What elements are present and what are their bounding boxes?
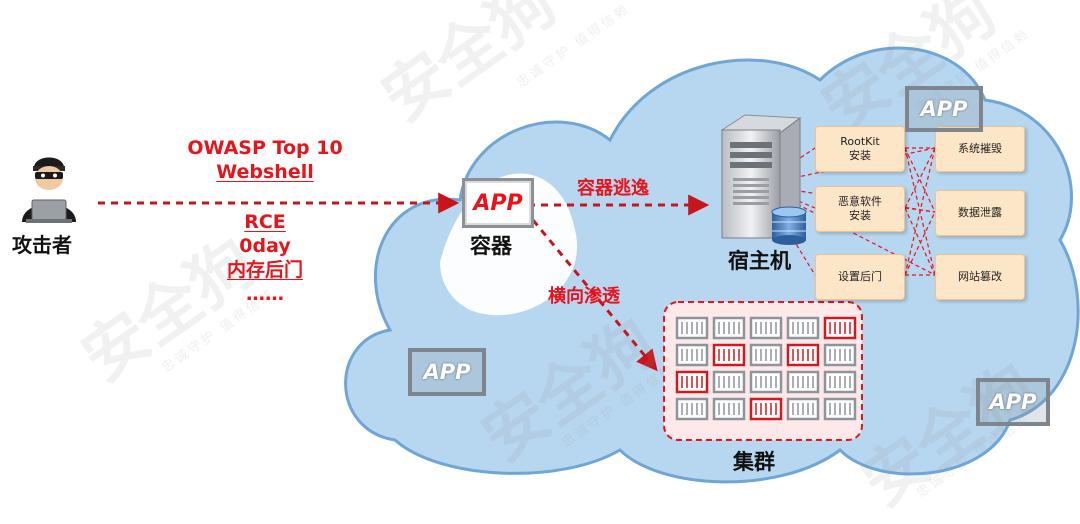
attack-vector-rce: RCE — [244, 211, 286, 233]
diagram-graphics — [98, 46, 1080, 484]
container-label: 容器 — [470, 234, 512, 258]
cluster-container-icon — [749, 397, 783, 421]
impact-label: 数据泄露 — [958, 206, 1002, 219]
cluster-container-icon — [786, 397, 820, 421]
cluster-container-icon — [675, 397, 709, 421]
cluster-container-icon — [823, 316, 857, 340]
action-line: 恶意软件 — [838, 195, 882, 208]
cluster-label: 集群 — [733, 450, 775, 474]
attack-vector-memory-backdoor: 内存后门 — [226, 259, 303, 281]
impact-site-tamper: 网站篡改 — [935, 254, 1025, 300]
database-icon — [771, 206, 807, 245]
container-app-box: APP — [462, 178, 534, 228]
floating-app-badge: APP — [905, 86, 983, 132]
cluster-container-icon — [712, 370, 746, 394]
floating-app-badge: APP — [408, 348, 486, 396]
cluster-grid — [675, 316, 857, 421]
floating-app-badge: APP — [976, 378, 1050, 426]
impact-label: 系统摧毁 — [958, 142, 1002, 155]
action-malware: 恶意软件安装 — [815, 186, 905, 232]
host-label: 宿主机 — [728, 249, 791, 273]
attack-vectors-top: OWASP Top 10 Webshell — [170, 136, 360, 184]
attacker-label: 攻击者 — [12, 233, 72, 257]
impact-label: 网站篡改 — [958, 270, 1002, 283]
cluster-container-icon — [712, 316, 746, 340]
cluster-container-icon — [675, 316, 709, 340]
attack-vectors-bottom: RCE 0day 内存后门 …… — [200, 210, 330, 306]
cluster-container-icon — [675, 343, 709, 367]
cluster-container-icon — [675, 370, 709, 394]
attack-vector-webshell: Webshell — [216, 161, 314, 183]
diagram-canvas: 安全狗 忠诚守护 值得信赖 安全狗 忠诚守护 值得信赖 安全狗 忠诚守护 值得信… — [12, 0, 1080, 521]
action-backdoor: 设置后门 — [815, 254, 905, 300]
attack-vector-0day: 0day — [239, 235, 291, 257]
cluster-container-icon — [786, 316, 820, 340]
cluster-container-icon — [749, 343, 783, 367]
impact-data-leak: 数据泄露 — [935, 190, 1025, 236]
cluster-container-icon — [712, 397, 746, 421]
attacker-icon — [18, 150, 80, 225]
cluster-container-icon — [786, 370, 820, 394]
cluster-container-icon — [712, 343, 746, 367]
cluster-container-icon — [823, 397, 857, 421]
attack-vector-owasp: OWASP Top 10 — [187, 137, 343, 159]
action-line: RootKit — [840, 135, 880, 148]
attack-vector-more: …… — [246, 283, 284, 305]
lateral-label: 横向渗透 — [548, 286, 620, 307]
action-line: 安装 — [849, 209, 871, 222]
cluster-container-icon — [786, 343, 820, 367]
escape-label: 容器逃逸 — [577, 178, 649, 199]
action-line: 设置后门 — [838, 270, 882, 283]
cluster-container-icon — [749, 370, 783, 394]
cluster-container-icon — [823, 370, 857, 394]
impact-system-destroy: 系统摧毁 — [935, 126, 1025, 172]
cluster-container-icon — [749, 316, 783, 340]
cluster-container-icon — [823, 343, 857, 367]
lateral-arrow — [531, 219, 658, 372]
action-line: 安装 — [848, 149, 871, 162]
